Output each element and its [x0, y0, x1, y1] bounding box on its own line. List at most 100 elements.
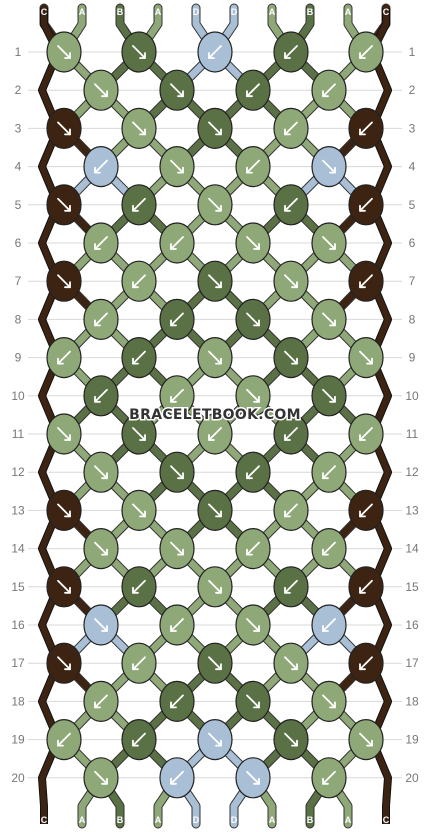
- knot-direction-arrow: [208, 350, 222, 365]
- row-label-right: 11: [406, 427, 419, 441]
- row-label-left: 4: [15, 160, 22, 174]
- bottom-string-label: B: [307, 815, 314, 825]
- knot-direction-arrow: [208, 197, 222, 212]
- knot-arrow-head: [132, 357, 139, 365]
- knot-direction-arrow: [284, 121, 298, 136]
- knot-arrow-head: [132, 204, 139, 212]
- knot-arrow-head: [64, 663, 71, 671]
- knot-arrow-head: [329, 395, 336, 403]
- knot-direction-arrow: [359, 656, 373, 671]
- knot: [235, 222, 271, 264]
- row-label-right: 9: [409, 351, 416, 365]
- knot: [348, 413, 384, 455]
- row-label-right: 19: [405, 733, 419, 747]
- knot: [159, 222, 195, 264]
- knot-arrow-head: [64, 434, 71, 441]
- knot-arrow-head: [322, 90, 329, 98]
- row-label-left: 3: [15, 121, 22, 135]
- knot-direction-arrow: [284, 427, 298, 441]
- knot-direction-arrow: [246, 541, 260, 556]
- knot-direction-arrow: [94, 770, 108, 785]
- knot: [159, 375, 195, 417]
- knot-arrow-head: [246, 166, 253, 174]
- knot-direction-arrow: [208, 579, 222, 594]
- knot: [159, 527, 195, 570]
- row-label-left: 8: [15, 312, 22, 326]
- knot-arrow-head: [253, 625, 260, 632]
- knot-direction-arrow: [57, 121, 71, 136]
- knot-direction-arrow: [132, 121, 146, 136]
- knot: [235, 604, 271, 646]
- bottom-string-label: A: [269, 815, 276, 825]
- knot-direction-arrow: [246, 770, 260, 785]
- knot-direction-arrow: [170, 388, 184, 403]
- knot: [311, 298, 347, 340]
- top-string-label: D: [193, 7, 200, 17]
- knot-direction-arrow: [322, 159, 336, 174]
- knot: [235, 680, 271, 723]
- knot: [121, 107, 157, 149]
- knot-arrow-head: [215, 663, 222, 671]
- knot-direction-arrow: [132, 274, 146, 289]
- knot-arrow-head: [359, 52, 366, 59]
- knot-arrow-head: [170, 701, 177, 709]
- knot: [235, 298, 271, 340]
- knot-direction-arrow: [208, 45, 222, 59]
- knot-direction-arrow: [322, 465, 336, 480]
- knot: [121, 184, 157, 226]
- knot-arrow-head: [139, 510, 146, 518]
- row-label-right: 13: [405, 503, 419, 517]
- knot: [273, 107, 309, 149]
- knot-arrow-head: [139, 128, 146, 136]
- knot: [273, 413, 309, 455]
- bottom-edge-label-left: C: [41, 815, 48, 825]
- knot-direction-arrow: [94, 694, 108, 709]
- knot-arrow-head: [94, 243, 101, 250]
- knot-arrow-head: [329, 166, 336, 174]
- bottom-string-label: D: [231, 815, 238, 825]
- knot-arrow-head: [322, 472, 329, 480]
- knot: [348, 718, 384, 761]
- knot-direction-arrow: [170, 465, 184, 480]
- knot-direction-arrow: [94, 465, 108, 480]
- top-string-label: C: [41, 7, 48, 17]
- knot-direction-arrow: [94, 236, 108, 250]
- knot-direction-arrow: [246, 236, 260, 250]
- knot-arrow-head: [94, 395, 101, 403]
- knot-direction-arrow: [132, 427, 146, 441]
- knot-direction-arrow: [170, 618, 184, 632]
- knot-arrow-head: [253, 395, 260, 403]
- knot: [121, 566, 157, 608]
- knot-arrow-head: [215, 204, 222, 212]
- knot: [348, 642, 384, 684]
- knot-direction-arrow: [94, 159, 108, 174]
- knot-direction-arrow: [57, 503, 71, 518]
- knot-direction-arrow: [94, 618, 108, 632]
- knot-arrow-head: [208, 52, 215, 59]
- knot: [159, 298, 195, 340]
- top-string-label: A: [269, 7, 276, 17]
- knot-arrow-head: [101, 90, 108, 98]
- knot-direction-arrow: [284, 579, 298, 594]
- knot: [46, 260, 82, 302]
- knot: [159, 680, 195, 723]
- knot-direction-arrow: [57, 45, 71, 59]
- bottom-string-label: A: [155, 815, 162, 825]
- knot: [348, 107, 384, 149]
- bottom-string-label: B: [117, 815, 124, 825]
- row-label-right: 1: [409, 45, 416, 59]
- knot: [83, 527, 119, 570]
- knot: [121, 642, 157, 684]
- row-label-left: 9: [15, 351, 22, 365]
- knot-direction-arrow: [208, 274, 222, 289]
- top-string-label: A: [155, 7, 162, 17]
- knot-direction-arrow: [57, 197, 71, 212]
- knot: [197, 413, 233, 455]
- top-string-label: D: [231, 7, 238, 17]
- knot: [121, 718, 157, 761]
- knot: [83, 222, 119, 264]
- knot-direction-arrow: [359, 579, 373, 594]
- knot: [46, 718, 82, 761]
- knot-arrow-head: [359, 586, 366, 594]
- knot-direction-arrow: [208, 427, 222, 441]
